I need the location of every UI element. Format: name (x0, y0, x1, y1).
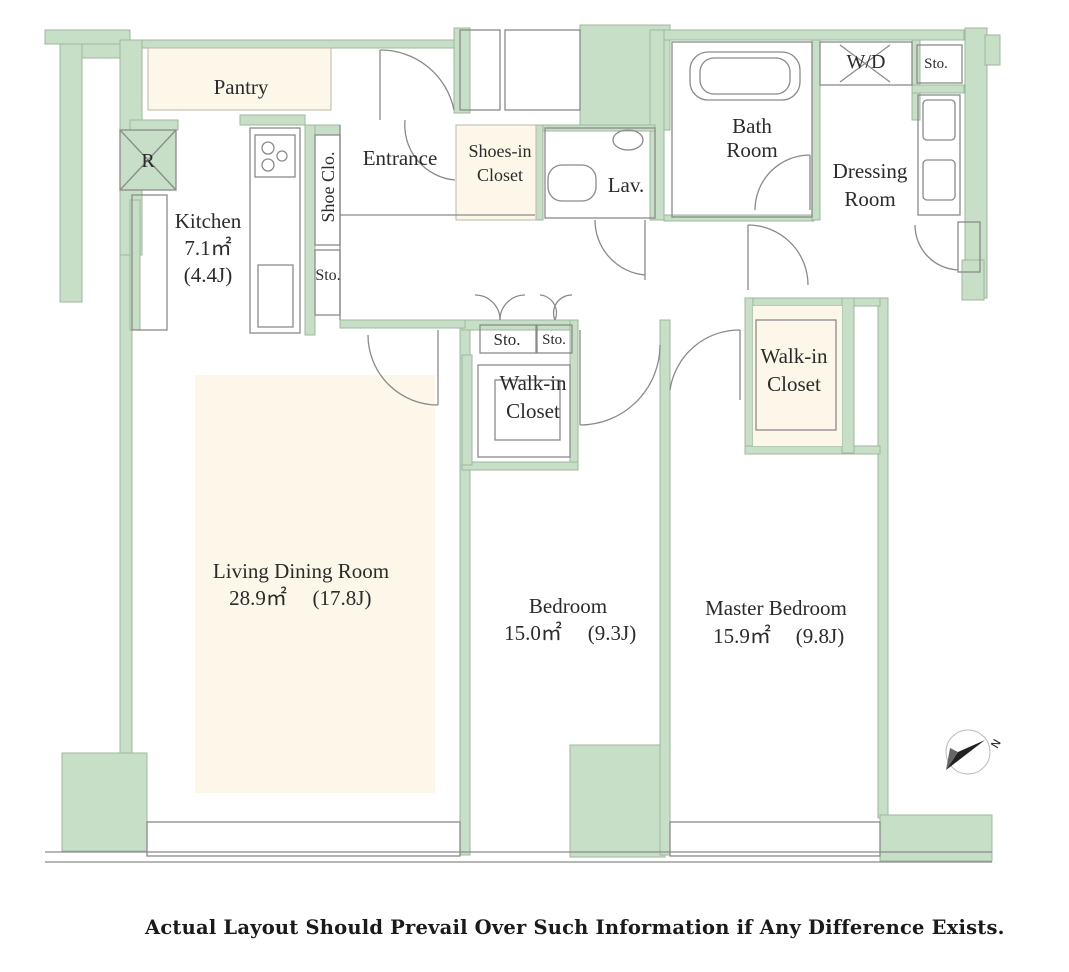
label-washer-dryer: W/D (847, 51, 886, 73)
label-dressing-2: Room (844, 187, 895, 211)
label-wic-right-2: Closet (767, 372, 821, 396)
label-kitchen-jo: (4.4J) (184, 263, 232, 287)
label-storage-b: Sto. (542, 332, 566, 348)
label-ldr-name: Living Dining Room (213, 559, 389, 583)
label-bath-2: Room (726, 138, 777, 162)
label-shoes-in-closet-2: Closet (477, 165, 523, 185)
label-bedroom-name: Bedroom (529, 594, 607, 618)
interior-lines (45, 29, 992, 863)
label-bedroom-jo: (9.3J) (588, 621, 636, 645)
label-lavatory: Lav. (608, 173, 645, 197)
label-wic-right-1: Walk-in (760, 344, 828, 368)
compass-label: N (988, 737, 1003, 751)
label-ldr-area: 28.9㎡ (229, 586, 287, 610)
label-shoes-in-closet-1: Shoes-in (469, 141, 532, 161)
label-master-bedroom-area: 15.9㎡ (713, 624, 771, 648)
floor-plan: N Pantry R Kitchen 7.1㎡ (4.4J) Shoe Clo.… (44, 24, 1004, 863)
label-storage-hall: Sto. (315, 267, 340, 284)
label-kitchen-name: Kitchen (175, 209, 242, 233)
label-entrance: Entrance (363, 146, 438, 170)
label-pantry: Pantry (214, 75, 269, 99)
disclaimer-text: Actual Layout Should Prevail Over Such I… (145, 916, 1005, 939)
north-compass: N (945, 729, 1004, 775)
label-bath-1: Bath (732, 114, 772, 138)
label-shoe-closet: Shoe Clo. (318, 151, 338, 222)
label-storage-top-right: Sto. (924, 56, 948, 72)
label-bedroom-area: 15.0㎡ (504, 621, 562, 645)
label-ldr-jo: (17.8J) (313, 586, 372, 610)
label-master-bedroom-name: Master Bedroom (705, 596, 847, 620)
label-master-bedroom-jo: (9.8J) (796, 624, 844, 648)
label-dressing-1: Dressing (833, 159, 908, 183)
label-kitchen-area: 7.1㎡ (184, 236, 231, 260)
label-refrigerator: R (141, 150, 155, 172)
label-wic-center-1: Walk-in (499, 371, 567, 395)
label-wic-center-2: Closet (506, 399, 560, 423)
label-storage-a: Sto. (494, 330, 521, 349)
walls (44, 24, 1001, 862)
floor-highlights (147, 47, 842, 793)
